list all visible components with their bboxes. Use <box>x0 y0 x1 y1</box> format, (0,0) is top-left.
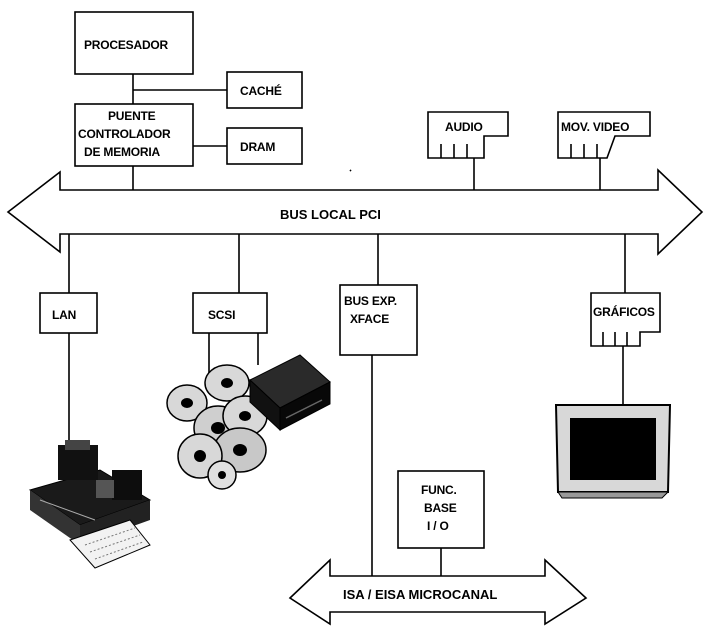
audio-block <box>428 112 508 158</box>
procesador-label: PROCESADOR <box>84 38 169 52</box>
func-label-2: BASE <box>424 501 457 515</box>
cache-label: CACHÉ <box>240 83 282 98</box>
func-label-3: I / O <box>427 519 449 533</box>
isa-bus-label: ISA / EISA MICROCANAL <box>343 587 497 602</box>
stray-mark <box>350 170 351 171</box>
func-label-1: FUNC. <box>421 483 457 497</box>
puente-label-1: PUENTE <box>108 109 156 123</box>
audio-label: AUDIO <box>445 120 483 134</box>
pci-bus-label: BUS LOCAL PCI <box>280 207 381 222</box>
puente-label-3: DE MEMORIA <box>84 145 161 159</box>
scsi-label: SCSI <box>208 308 235 322</box>
dram-label: DRAM <box>240 140 275 154</box>
graficos-label: GRÁFICOS <box>593 304 655 319</box>
lan-label: LAN <box>52 308 76 322</box>
monitor-icon <box>556 405 670 498</box>
busexp-label-1: BUS EXP. <box>344 294 397 308</box>
puente-label-2: CONTROLADOR <box>78 127 171 141</box>
printer-icon <box>30 440 150 568</box>
busexp-label-2: XFACE <box>350 312 389 326</box>
graficos-block <box>591 293 660 346</box>
video-label: MOV. VIDEO <box>561 120 629 134</box>
